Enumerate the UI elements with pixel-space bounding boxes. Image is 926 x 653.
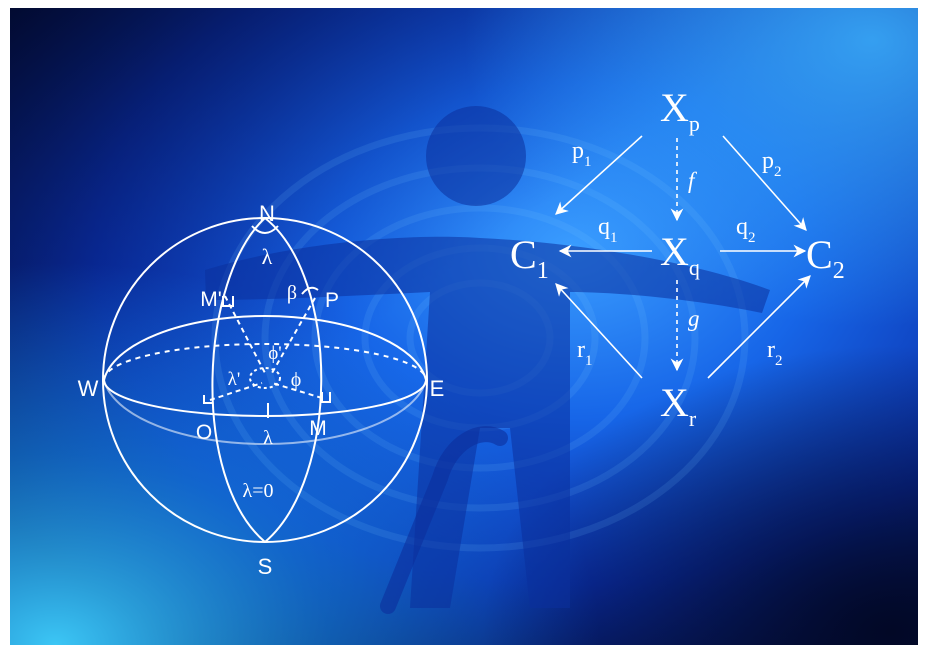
node-xq: Xq (660, 229, 700, 280)
center-angle-loop (249, 367, 281, 389)
arrow-p1 (555, 135, 643, 215)
label-east: E (430, 376, 445, 401)
label-origin: O (196, 421, 212, 444)
lambda-arc (251, 225, 279, 234)
arrow-r2 (707, 275, 811, 379)
meridian-right (264, 217, 323, 543)
person-silhouette (205, 106, 770, 608)
label-m: M (309, 417, 327, 440)
label-lambda-bottom: λ (263, 427, 273, 449)
label-q2: q2 (736, 214, 756, 246)
label-south: S (258, 554, 273, 579)
label-r2: r2 (767, 337, 783, 369)
illustration: N S W E O M M' P λ β ϕ' λ' ϕ λ λ=0 (10, 8, 918, 645)
label-f: f (688, 168, 698, 193)
cane-silhouette (380, 426, 508, 614)
line-o-center (209, 382, 263, 401)
label-p1: p1 (572, 138, 592, 170)
node-c1: C1 (510, 232, 549, 284)
diagram-labels: Xp Xq Xr C1 C2 p1 p2 q1 q2 r1 r2 f g (510, 85, 845, 431)
arrow-p2 (722, 135, 807, 231)
artwork: N S W E O M M' P λ β ϕ' λ' ϕ λ λ=0 (10, 8, 918, 645)
label-north: N (259, 201, 275, 226)
right-angle-m (321, 392, 331, 403)
label-p: P (325, 289, 339, 312)
equator-back (103, 343, 427, 381)
label-beta: β (287, 282, 297, 304)
node-xr: Xr (660, 380, 697, 431)
diagram-arrows (555, 135, 811, 379)
label-r1: r1 (577, 337, 593, 369)
label-q1: q1 (598, 214, 618, 246)
line-p-center (271, 297, 316, 374)
right-angle-o (203, 395, 212, 404)
label-lambda-top: λ (262, 244, 273, 269)
meridian-left (211, 217, 266, 543)
equator-front (103, 379, 427, 417)
line-mprime-center (224, 295, 266, 374)
label-lambda-prime: λ' (228, 369, 241, 390)
tilted-circle-upper (103, 315, 427, 381)
sphere-labels: N S W E O M M' P λ β ϕ' λ' ϕ λ λ=0 (78, 201, 445, 579)
label-p2: p2 (762, 148, 782, 180)
label-g: g (688, 306, 700, 331)
label-m-prime: M' (200, 288, 222, 311)
arrow-r1 (555, 283, 643, 379)
node-xp: Xp (660, 85, 700, 136)
tilted-circle-lower (103, 379, 427, 445)
label-phi: ϕ (291, 369, 302, 391)
label-west: W (78, 376, 99, 401)
label-phi-prime: ϕ' (268, 343, 281, 364)
node-c2: C2 (806, 232, 845, 284)
label-lambda-zero: λ=0 (243, 480, 274, 502)
right-angle-mprime (222, 296, 234, 307)
beta-arc (301, 286, 319, 295)
celestial-sphere (102, 217, 428, 543)
